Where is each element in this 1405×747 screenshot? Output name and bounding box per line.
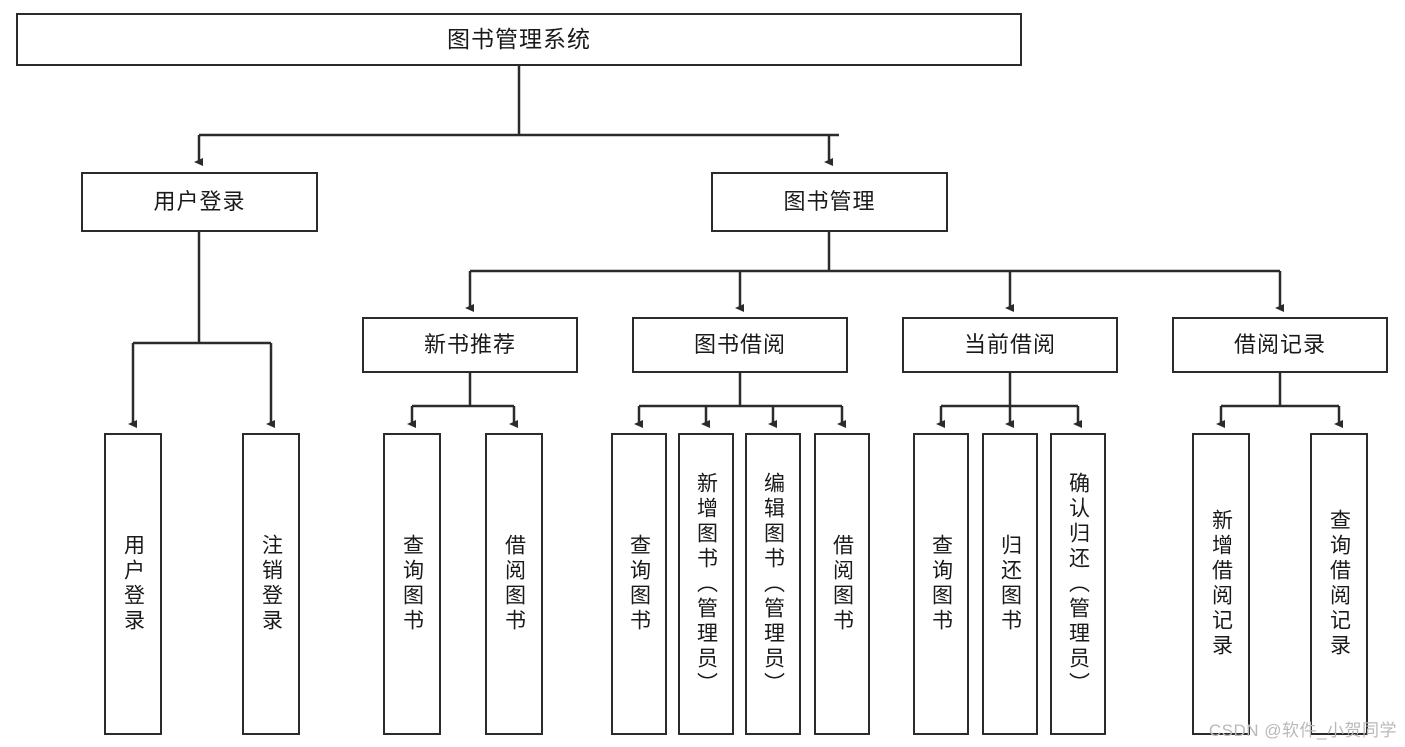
leaf-borrow-book-1[interactable]: 借阅图书 — [485, 433, 543, 735]
leaf-user-login-label: 用户登录 — [121, 534, 145, 634]
leaf-user-logout[interactable]: 注销登录 — [242, 433, 300, 735]
leaf-query-book-3-label: 查询图书 — [929, 534, 953, 634]
leaf-borrow-book-2[interactable]: 借阅图书 — [814, 433, 870, 735]
leaf-borrow-book-2-label: 借阅图书 — [830, 534, 854, 634]
leaf-edit-book-label: 编辑图书（管理员） — [761, 471, 785, 697]
node-borrow-record-label: 借阅记录 — [1233, 331, 1326, 357]
node-borrow-record[interactable]: 借阅记录 — [1172, 317, 1388, 373]
node-new-book-recommend[interactable]: 新书推荐 — [362, 317, 578, 373]
leaf-edit-book[interactable]: 编辑图书（管理员） — [745, 433, 801, 735]
leaf-user-login[interactable]: 用户登录 — [104, 433, 162, 735]
leaf-add-borrow-record-label: 新增借阅记录 — [1209, 509, 1233, 659]
node-root-label: 图书管理系统 — [447, 25, 591, 52]
leaf-return-book-label: 归还图书 — [998, 534, 1022, 634]
node-book-management[interactable]: 图书管理 — [711, 172, 948, 232]
leaf-query-book-3[interactable]: 查询图书 — [913, 433, 969, 735]
leaf-query-borrow-record[interactable]: 查询借阅记录 — [1310, 433, 1368, 735]
leaf-borrow-book-1-label: 借阅图书 — [502, 534, 526, 634]
leaf-query-book-1-label: 查询图书 — [400, 534, 424, 634]
leaf-confirm-return[interactable]: 确认归还（管理员） — [1050, 433, 1106, 735]
node-book-borrow[interactable]: 图书借阅 — [632, 317, 848, 373]
leaf-return-book[interactable]: 归还图书 — [982, 433, 1038, 735]
node-root[interactable]: 图书管理系统 — [16, 13, 1022, 66]
leaf-add-borrow-record[interactable]: 新增借阅记录 — [1192, 433, 1250, 735]
leaf-add-book[interactable]: 新增图书（管理员） — [678, 433, 734, 735]
node-user-login[interactable]: 用户登录 — [81, 172, 318, 232]
leaf-query-book-2-label: 查询图书 — [627, 534, 651, 634]
node-user-login-label: 用户登录 — [153, 188, 246, 214]
node-new-book-recommend-label: 新书推荐 — [423, 331, 516, 357]
node-current-borrow-label: 当前借阅 — [963, 331, 1056, 357]
leaf-query-book-2[interactable]: 查询图书 — [611, 433, 667, 735]
leaf-user-logout-label: 注销登录 — [259, 534, 283, 634]
node-book-management-label: 图书管理 — [783, 188, 876, 214]
leaf-query-borrow-record-label: 查询借阅记录 — [1327, 509, 1351, 659]
leaf-confirm-return-label: 确认归还（管理员） — [1066, 471, 1090, 697]
leaf-add-book-label: 新增图书（管理员） — [694, 471, 718, 697]
leaf-query-book-1[interactable]: 查询图书 — [383, 433, 441, 735]
node-book-borrow-label: 图书借阅 — [693, 331, 786, 357]
csdn-watermark: CSDN @软件_小贺同学 — [1208, 721, 1397, 740]
node-current-borrow[interactable]: 当前借阅 — [902, 317, 1118, 373]
